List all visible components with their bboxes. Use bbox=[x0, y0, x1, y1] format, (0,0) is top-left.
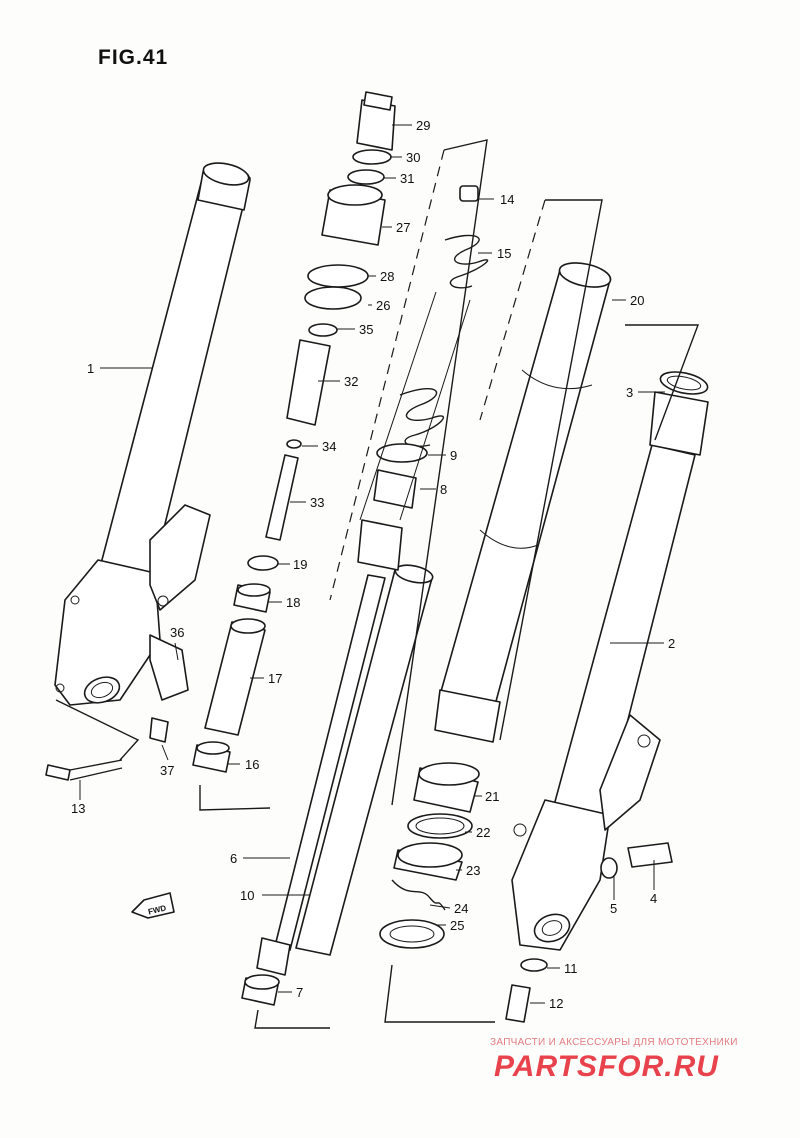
callout-19: 19 bbox=[293, 557, 307, 572]
fwd-arrow: FWD bbox=[131, 892, 175, 919]
figure-title: FIG.41 bbox=[98, 46, 169, 69]
callout-labels: 1 2 3 4 5 6 7 8 9 10 11 12 13 14 15 16 1… bbox=[71, 118, 675, 1011]
callout-26: 26 bbox=[376, 298, 390, 313]
callout-30: 30 bbox=[406, 150, 420, 165]
callout-20: 20 bbox=[630, 293, 644, 308]
part-20-inner-tube bbox=[434, 262, 612, 743]
callout-5: 5 bbox=[610, 901, 617, 916]
callout-33: 33 bbox=[310, 495, 324, 510]
callout-21: 21 bbox=[485, 789, 499, 804]
fwd-arrow-label: FWD bbox=[147, 903, 167, 916]
callout-36: 36 bbox=[170, 625, 184, 640]
leader-lines bbox=[79, 124, 665, 1004]
callout-29: 29 bbox=[416, 118, 430, 133]
callout-1: 1 bbox=[87, 361, 94, 376]
callout-11: 11 bbox=[564, 961, 578, 976]
watermark-tagline: ЗАПЧАСТИ И АКСЕССУАРЫ ДЛЯ МОТОТЕХНИКИ bbox=[490, 1037, 738, 1048]
seal-stack-21-25 bbox=[379, 762, 480, 949]
small-parts-16-19 bbox=[192, 555, 279, 773]
part-6-10-damper-rods bbox=[256, 519, 434, 976]
bracket-lines bbox=[55, 139, 700, 1029]
callout-28: 28 bbox=[380, 269, 394, 284]
callout-23: 23 bbox=[466, 863, 480, 878]
callout-10: 10 bbox=[240, 888, 254, 903]
callout-7: 7 bbox=[296, 985, 303, 1000]
small-hardware bbox=[45, 634, 673, 1023]
callout-27: 27 bbox=[396, 220, 410, 235]
callout-3: 3 bbox=[626, 385, 633, 400]
callout-18: 18 bbox=[286, 595, 300, 610]
callout-15: 15 bbox=[497, 246, 511, 261]
callout-34: 34 bbox=[322, 439, 336, 454]
callout-6: 6 bbox=[230, 851, 237, 866]
callout-32: 32 bbox=[344, 374, 358, 389]
part-2-outer-tube-right bbox=[511, 371, 709, 951]
watermark-logo: PARTSFOR.RU bbox=[494, 1050, 719, 1083]
callout-14: 14 bbox=[500, 192, 514, 207]
callout-35: 35 bbox=[359, 322, 373, 337]
callout-8: 8 bbox=[440, 482, 447, 497]
callout-17: 17 bbox=[268, 671, 282, 686]
callout-25: 25 bbox=[450, 918, 464, 933]
callout-37: 37 bbox=[160, 763, 174, 778]
callout-31: 31 bbox=[400, 171, 414, 186]
callout-22: 22 bbox=[476, 825, 490, 840]
callout-24: 24 bbox=[454, 901, 468, 916]
callout-2: 2 bbox=[668, 636, 675, 651]
top-cap-assembly bbox=[265, 91, 396, 541]
callout-9: 9 bbox=[450, 448, 457, 463]
callout-13: 13 bbox=[71, 801, 85, 816]
callout-4: 4 bbox=[650, 891, 657, 906]
part-1-outer-tube-left bbox=[54, 162, 251, 706]
callout-12: 12 bbox=[549, 996, 563, 1011]
callout-16: 16 bbox=[245, 757, 259, 772]
